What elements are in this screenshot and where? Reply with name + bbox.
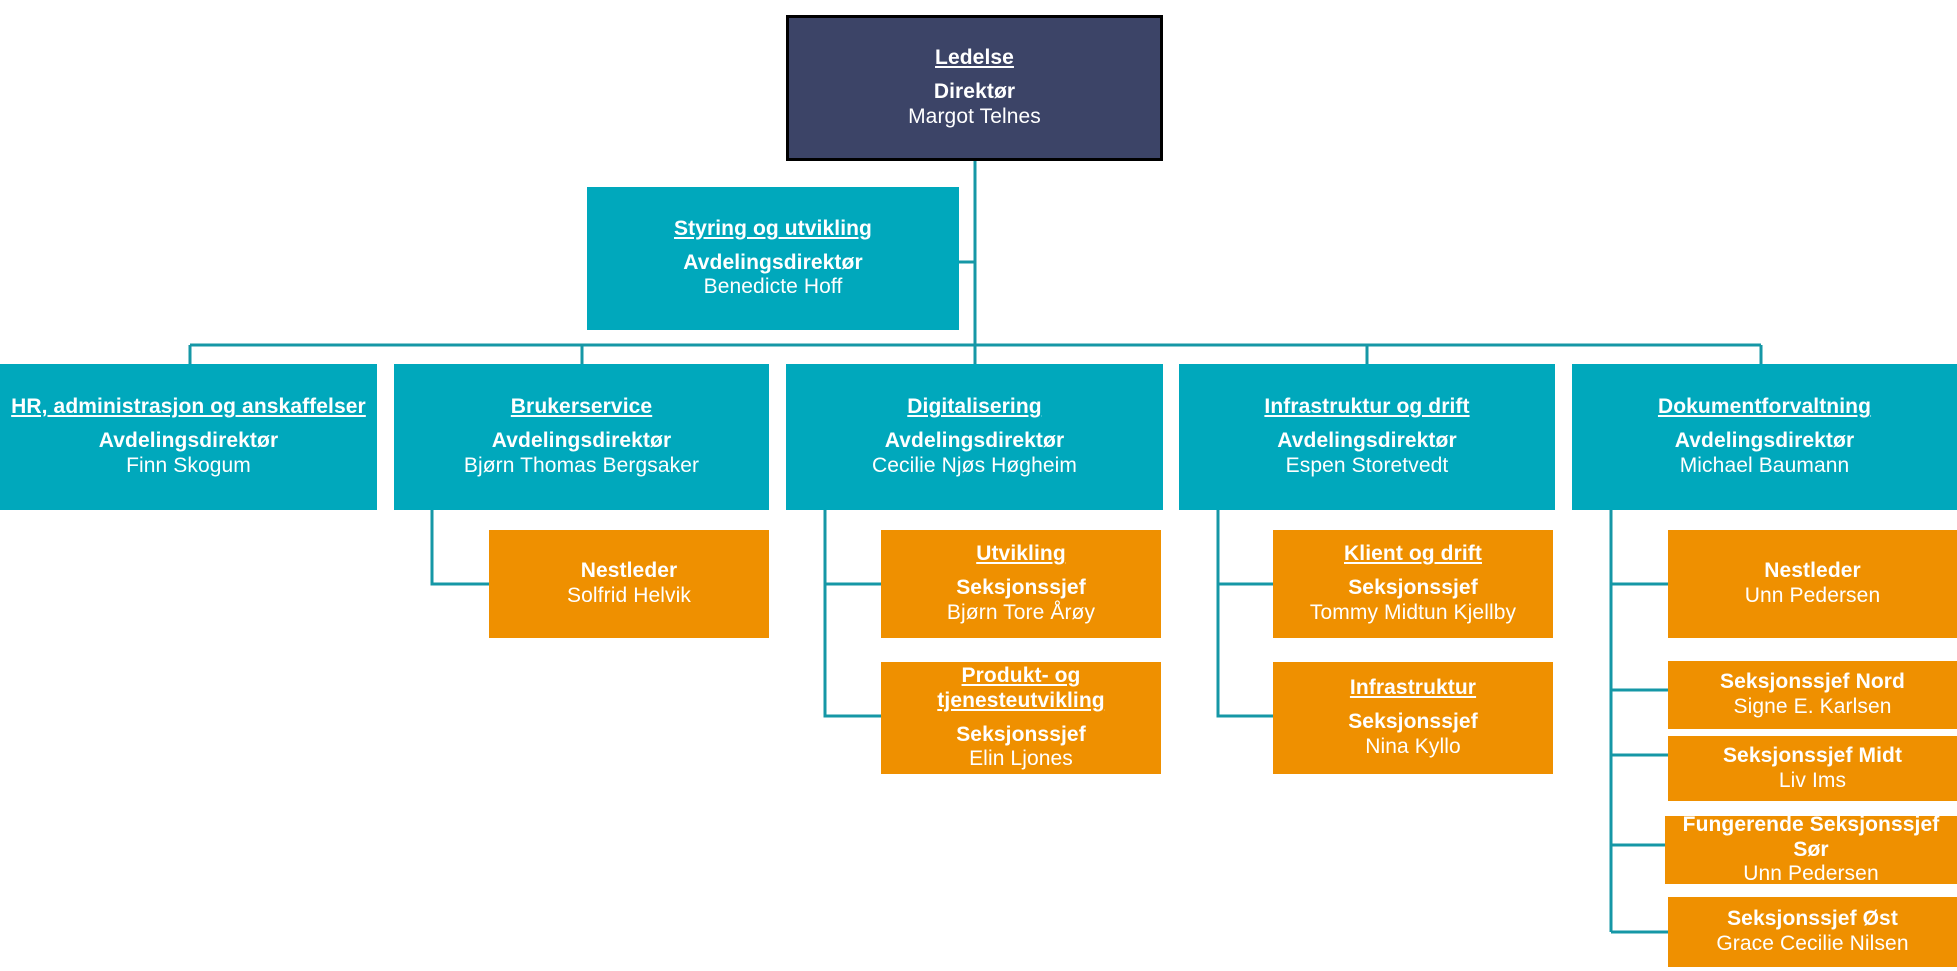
node-person-label: Benedicte Hoff — [703, 275, 843, 299]
node-unit-label: Klient og drift — [1344, 542, 1482, 566]
node-role-label: Seksjonssjef — [1348, 576, 1478, 600]
node-person-label: Liv Ims — [1778, 768, 1847, 792]
node-person-label: Tommy Midtun Kjellby — [1309, 600, 1517, 624]
node-unit-label: Digitalisering — [907, 395, 1042, 419]
node-role-label: Avdelingsdirektør — [98, 429, 279, 453]
node-ledelse[interactable]: Ledelse Direktør Margot Telnes — [786, 15, 1163, 161]
node-dokumentforvaltning-nestleder[interactable]: Nestleder Unn Pedersen — [1668, 530, 1957, 638]
node-person-label: Cecilie Njøs Høgheim — [871, 453, 1078, 477]
node-unit-label: Produkt- og tjenesteutvikling — [937, 663, 1105, 712]
node-unit-label: Dokumentforvaltning — [1657, 395, 1872, 419]
node-person-label: Elin Ljones — [969, 747, 1073, 771]
node-role-label: Avdelingsdirektør — [1674, 429, 1855, 453]
node-infrastruktur[interactable]: Infrastruktur Seksjonssjef Nina Kyllo — [1273, 662, 1553, 774]
node-role-label: Seksjonssjef — [956, 576, 1086, 600]
node-unit-label: Ledelse — [935, 46, 1014, 70]
node-hr-administrasjon-og-anskaffelser[interactable]: HR, administrasjon og anskaffelser Avdel… — [0, 364, 377, 510]
node-person-label: Margot Telnes — [908, 104, 1041, 128]
node-role-label: Nestleder — [1764, 559, 1861, 583]
node-unit-label: Utvikling — [976, 542, 1066, 566]
node-person-label: Bjørn Thomas Bergsaker — [463, 453, 700, 477]
node-role-label: Nestleder — [580, 559, 678, 583]
node-role-label: Direktør — [933, 80, 1016, 104]
node-infrastruktur-og-drift[interactable]: Infrastruktur og drift Avdelingsdirektør… — [1179, 364, 1555, 510]
node-unit-label: Brukerservice — [510, 395, 653, 419]
node-person-label: Michael Baumann — [1679, 453, 1850, 477]
node-role-label: Avdelingsdirektør — [491, 429, 672, 453]
node-dokumentforvaltning[interactable]: Dokumentforvaltning Avdelingsdirektør Mi… — [1572, 364, 1957, 510]
node-unit-label: HR, administrasjon og anskaffelser — [11, 395, 366, 419]
node-person-label: Bjørn Tore Årøy — [946, 600, 1096, 624]
node-role-label: Fungerende Seksjonssjef Sør — [1682, 812, 1940, 861]
node-role-label: Avdelingsdirektør — [683, 250, 863, 274]
node-utvikling[interactable]: Utvikling Seksjonssjef Bjørn Tore Årøy — [881, 530, 1161, 638]
node-role-label: Seksjonssjef Midt — [1722, 743, 1903, 767]
node-seksjonssjef-midt[interactable]: Seksjonssjef Midt Liv Ims — [1668, 736, 1957, 801]
node-role-label: Seksjonssjef Nord — [1720, 670, 1905, 694]
node-unit-label: Styring og utvikling — [673, 216, 872, 240]
node-person-label: Espen Storetvedt — [1285, 453, 1449, 477]
node-produkt-og-tjenesteutvikling[interactable]: Produkt- og tjenesteutvikling Seksjonssj… — [881, 662, 1161, 774]
node-role-label: Avdelingsdirektør — [1277, 429, 1457, 453]
node-unit-label: Infrastruktur og drift — [1264, 395, 1470, 419]
node-digitalisering[interactable]: Digitalisering Avdelingsdirektør Cecilie… — [786, 364, 1163, 510]
node-person-label: Unn Pedersen — [1744, 584, 1881, 607]
node-person-label: Grace Cecilie Nilsen — [1716, 932, 1909, 955]
node-unit-label: Infrastruktur — [1349, 676, 1477, 700]
node-person-label: Signe E. Karlsen — [1733, 695, 1892, 718]
node-styring-og-utvikling[interactable]: Styring og utvikling Avdelingsdirektør B… — [587, 187, 959, 330]
node-klient-og-drift[interactable]: Klient og drift Seksjonssjef Tommy Midtu… — [1273, 530, 1553, 638]
node-role-label: Seksjonssjef Øst — [1727, 907, 1898, 931]
node-seksjonssjef-ost[interactable]: Seksjonssjef Øst Grace Cecilie Nilsen — [1668, 897, 1957, 967]
node-brukerservice[interactable]: Brukerservice Avdelingsdirektør Bjørn Th… — [394, 364, 769, 510]
node-person-label: Finn Skogum — [126, 453, 251, 477]
node-role-label: Seksjonssjef — [1348, 710, 1478, 734]
node-person-label: Nina Kyllo — [1365, 734, 1461, 758]
node-role-label: Avdelingsdirektør — [884, 429, 1065, 453]
node-role-label: Seksjonssjef — [956, 722, 1086, 746]
node-person-label: Unn Pedersen — [1743, 862, 1879, 886]
node-fungerende-seksjonssjef-sor[interactable]: Fungerende Seksjonssjef Sør Unn Pedersen — [1665, 812, 1957, 886]
node-brukerservice-nestleder[interactable]: Nestleder Solfrid Helvik — [489, 530, 769, 638]
node-person-label: Solfrid Helvik — [567, 584, 691, 607]
node-seksjonssjef-nord[interactable]: Seksjonssjef Nord Signe E. Karlsen — [1668, 661, 1957, 729]
